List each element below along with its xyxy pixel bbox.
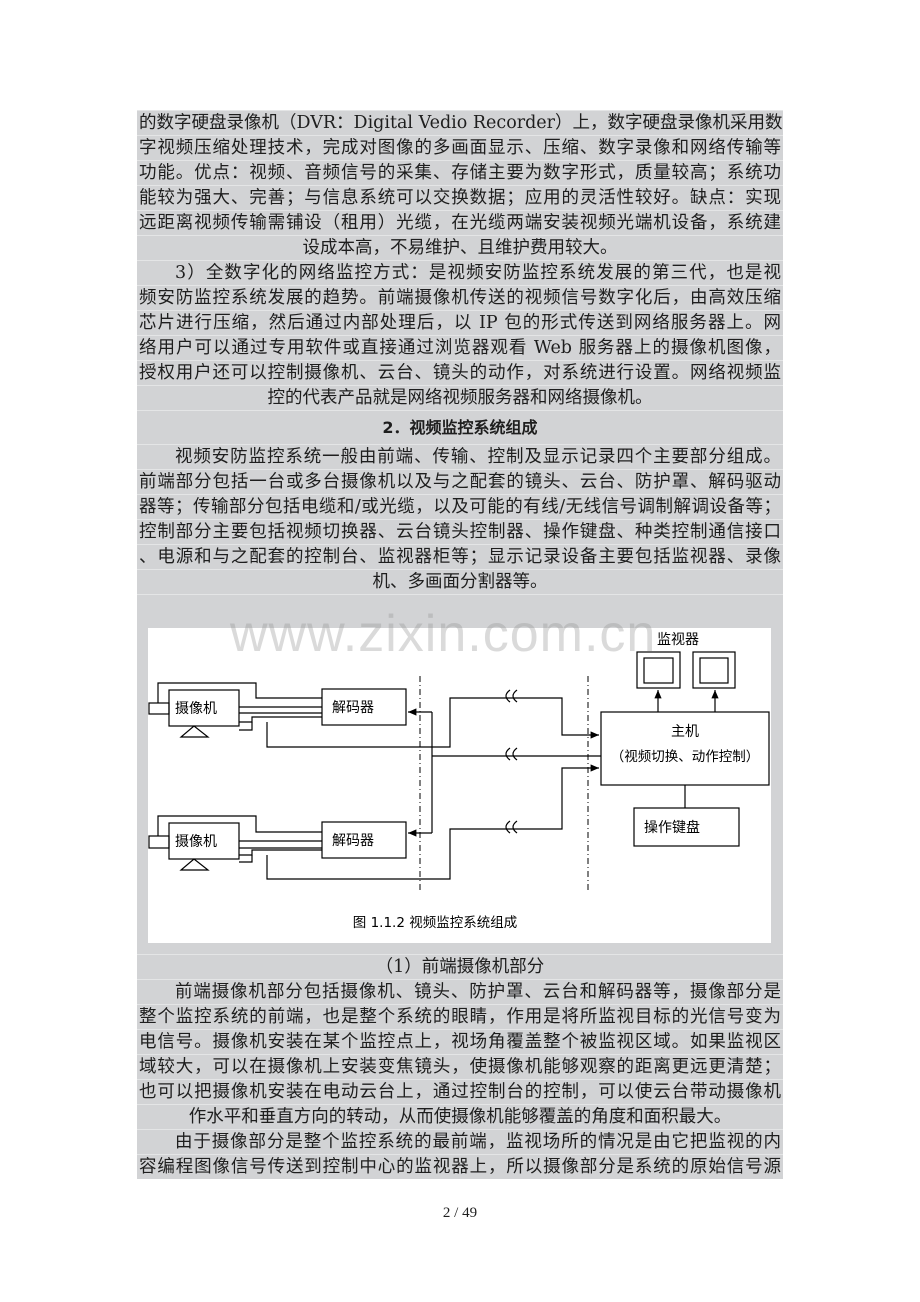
text-line: 整个监控系统的前端，也是整个系统的眼睛，作用是将所监视目标的光信号变为 <box>137 1004 783 1029</box>
text-line: 域较大，可以在摄像机上安装变焦镜头，使摄像机能够观察的距离更远更清楚； <box>137 1054 783 1079</box>
lens-icon-2 <box>148 835 170 849</box>
monitor-icon-2 <box>692 651 736 689</box>
decoder-label-1: 解码器 <box>332 700 374 716</box>
text-line: 络用户可以通过专用软件或直接通过浏览器观看 Web 服务器上的摄像机图像， <box>137 335 783 360</box>
break-icon <box>505 820 518 834</box>
figure-caption: 图 1.1.2 视频监控系统组成 <box>353 915 517 931</box>
text-line: 授权用户还可以控制摄像机、云台、镜头的动作，对系统进行设置。网络视频监 <box>137 360 783 385</box>
keyboard-label: 操作键盘 <box>644 819 700 836</box>
text-line: 控制部分主要包括视频切换器、云台镜头控制器、操作键盘、种类控制通信接口 <box>137 519 783 544</box>
decoder-label-2: 解码器 <box>332 833 374 849</box>
camera-label-2: 摄像机 <box>175 834 217 850</box>
text-line: 由于摄像部分是整个监控系统的最前端，监视场所的情况是由它把监视的内 <box>137 1129 783 1154</box>
host-sublabel: （视频切换、动作控制） <box>611 749 760 765</box>
text-line: 字视频压缩处理技术，完成对图像的多画面显示、压缩、数字录像和网络传输等 <box>137 135 783 160</box>
decoder-box-2 <box>321 821 407 859</box>
subsection-heading: （1）前端摄像机部分 <box>137 954 783 979</box>
text-line: 能较为强大、完善；与信息系统可以交换数据；应用的灵活性较好。缺点：实现 <box>137 185 783 210</box>
text-line: 前端摄像机部分包括摄像机、镜头、防护罩、云台和解码器等，摄像部分是 <box>137 979 783 1004</box>
host-label: 主机 <box>671 724 699 740</box>
text-line: 功能。优点：视频、音频信号的采集、存储主要为数字形式，质量较高；系统功 <box>137 160 783 185</box>
text-line: 设成本高，不易维护、且维护费用较大。 <box>137 235 783 260</box>
text-line: 控的代表产品就是网络视频服务器和网络摄像机。 <box>137 385 783 410</box>
text-block-2: （1）前端摄像机部分 前端摄像机部分包括摄像机、镜头、防护罩、云台和解码器等，摄… <box>137 954 783 1179</box>
pan-tilt-icon-1 <box>179 725 210 738</box>
decoder-box-1 <box>321 688 407 726</box>
text-line: 器等；传输部分包括电缆和/或光缆，以及可能的有线/无线信号调制解调设备等； <box>137 494 783 519</box>
watermark: www.zixin.com.cn <box>230 605 657 663</box>
page-number: 2 / 49 <box>442 1205 478 1221</box>
pan-tilt-icon-2 <box>179 858 210 871</box>
monitor-label: 监视器 <box>657 632 699 648</box>
break-icon <box>505 747 518 761</box>
break-icon <box>505 689 518 703</box>
text-line: 容编程图像信号传送到控制中心的监视器上，所以摄像部分是系统的原始信号源 <box>137 1154 783 1179</box>
text-line: 远距离视频传输需铺设（租用）光缆，在光缆两端安装视频光端机设备，系统建 <box>137 210 783 235</box>
text-line: 作水平和垂直方向的转动，从而使摄像机能够覆盖的角度和面积最大。 <box>137 1104 783 1129</box>
diagram-svg: 摄像机 摄像机 解码器 解码器 监视器 主机 （视频切换、动作控制） 操作键盘 … <box>148 632 770 931</box>
section-heading: 2．视频监控系统组成 <box>137 410 783 444</box>
lens-icon-1 <box>148 702 170 715</box>
text-line: 芯片进行压缩，然后通过内部处理后，以 IP 包的形式传送到网络服务器上。网 <box>137 310 783 335</box>
text-line: 的数字硬盘录像机（DVR：Digital Vedio Recorder）上，数字… <box>137 110 783 135</box>
text-line: 视频安防监控系统一般由前端、传输、控制及显示记录四个主要部分组成。 <box>137 444 783 469</box>
text-line: 频安防监控系统发展的趋势。前端摄像机传送的视频信号数字化后，由高效压缩 <box>137 285 783 310</box>
text-line: 、电源和与之配套的控制台、监视器柜等；显示记录设备主要包括监视器、录像 <box>137 544 783 569</box>
text-line: 机、多画面分割器等。 <box>137 569 783 594</box>
text-line: 前端部分包括一台或多台摄像机以及与之配套的镜头、云台、防护罩、解码驱动 <box>137 469 783 494</box>
text-line: 3）全数字化的网络监控方式：是视频安防监控系统发展的第三代，也是视 <box>137 260 783 285</box>
text-line: 电信号。摄像机安装在某个监控点上，视场角覆盖整个被监视区域。如果监视区 <box>137 1029 783 1054</box>
keyboard-box <box>633 807 740 847</box>
camera-label-1: 摄像机 <box>175 701 217 717</box>
system-diagram: 摄像机 摄像机 解码器 解码器 监视器 主机 （视频切换、动作控制） 操作键盘 … <box>148 628 771 943</box>
text-line: 也可以把摄像机安装在电动云台上，通过控制台的控制，可以使云台带动摄像机 <box>137 1079 783 1104</box>
blank-line <box>137 594 783 614</box>
monitor-icon-1 <box>636 651 681 689</box>
